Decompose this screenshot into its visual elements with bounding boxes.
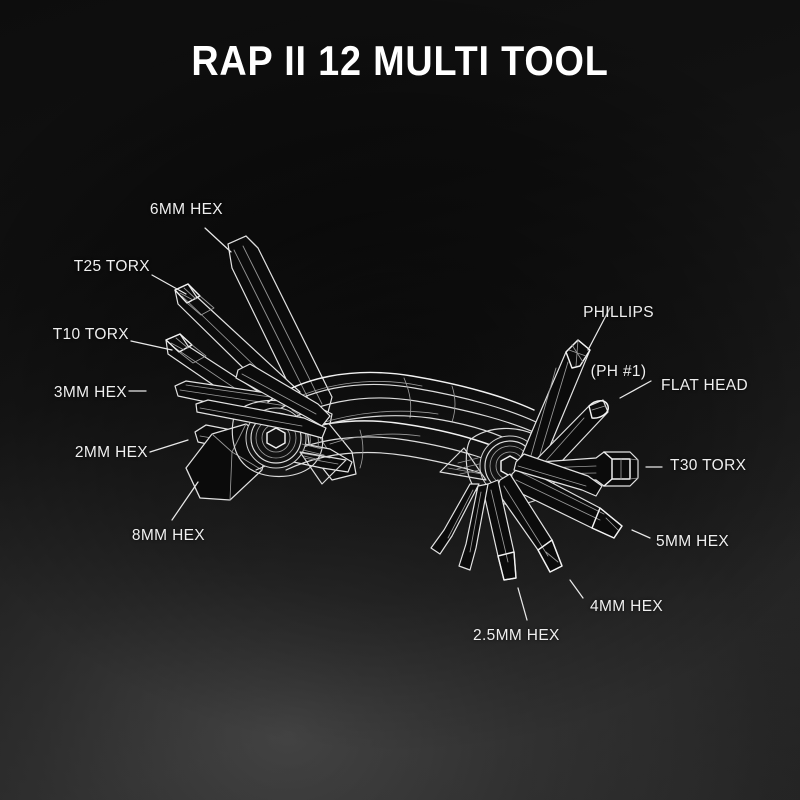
leader-torx-t25 bbox=[151, 274, 187, 295]
leader-hex-2-5mm bbox=[517, 587, 528, 621]
leader-torx-t10 bbox=[130, 340, 173, 351]
callout-hex-4mm: 4MM HEX bbox=[590, 598, 664, 615]
leader-hex-2mm bbox=[149, 439, 189, 453]
leader-hex-4mm bbox=[569, 579, 584, 599]
callout-hex-6mm: 6MM HEX bbox=[149, 201, 223, 218]
callout-hex-2-5mm: 2.5MM HEX bbox=[473, 627, 560, 644]
callout-torx-t10: T10 TORX bbox=[52, 326, 129, 343]
callout-phillips: PHILLIPS (PH #1) bbox=[566, 263, 671, 422]
callout-phillips-sublabel: (PH #1) bbox=[590, 363, 647, 381]
tool-left-extra bbox=[195, 363, 331, 439]
tool-hex-2-5mm bbox=[483, 479, 517, 581]
tool-hex-5mm bbox=[509, 465, 623, 539]
callout-torx-t30: T30 TORX bbox=[670, 457, 747, 474]
callout-hex-3mm: 3MM HEX bbox=[53, 384, 127, 401]
tool-fan-extra bbox=[430, 453, 603, 571]
leader-flat-head bbox=[619, 380, 652, 399]
leader-hex-8mm bbox=[171, 481, 199, 521]
callout-hex-8mm: 8MM HEX bbox=[131, 527, 205, 544]
leader-phillips bbox=[587, 307, 611, 351]
callout-hex-5mm: 5MM HEX bbox=[656, 533, 730, 550]
page-title: RAP II 12 MULTI TOOL bbox=[191, 37, 609, 84]
leader-hex-5mm bbox=[631, 529, 651, 539]
callout-torx-t25: T25 TORX bbox=[73, 258, 150, 275]
leader-hex-6mm bbox=[204, 227, 232, 253]
callout-phillips-label: PHILLIPS bbox=[583, 303, 654, 321]
callout-flat-head: FLAT HEAD bbox=[661, 377, 748, 394]
callout-hex-2mm: 2MM HEX bbox=[74, 444, 148, 461]
tool-torx-t25 bbox=[174, 283, 301, 405]
